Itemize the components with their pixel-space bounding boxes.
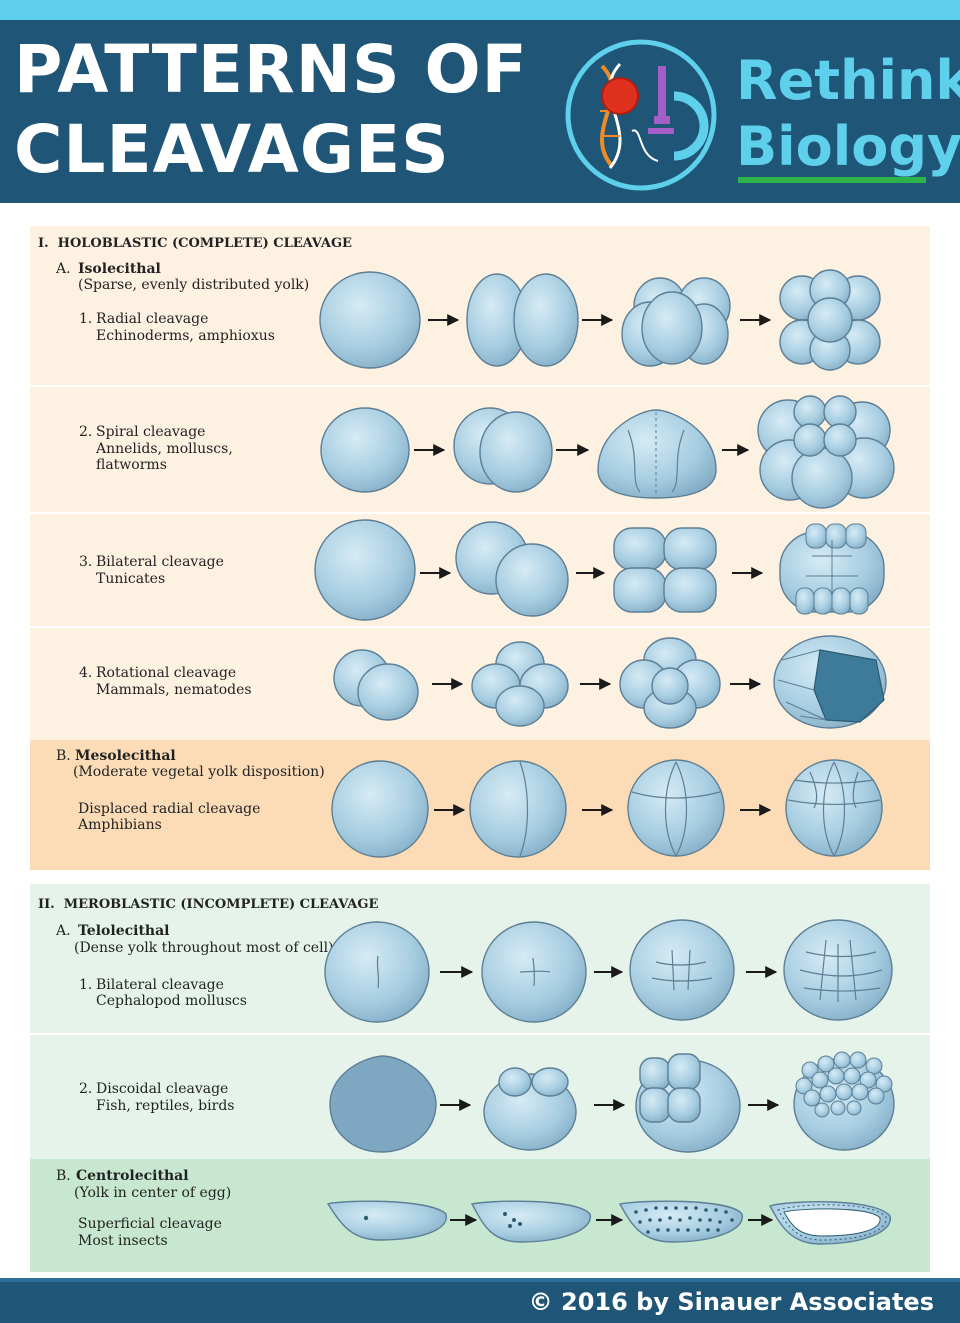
rotational-cleavage-illustration (333, 635, 887, 729)
brand-line-1: Rethink (736, 49, 960, 112)
rotational-name: Rotational cleavage (96, 665, 237, 681)
isolecithal-name: Isolecithal (78, 261, 161, 277)
centrolecithal-name: Centrolecithal (76, 1168, 189, 1184)
row-divider (30, 1033, 930, 1035)
bilateral-organisms: Tunicates (96, 571, 166, 587)
centrolecithal-organisms: Most insects (78, 1233, 168, 1249)
superficial-cleavage-illustration (326, 1200, 891, 1245)
page-title: PATTERNS OF CLEAVAGES (14, 30, 528, 190)
telolecithal-name: Telolecithal (78, 923, 170, 939)
row-divider (30, 626, 930, 628)
discoidal-cleavage-illustration (329, 1051, 895, 1153)
centrolecithal-desc: (Yolk in center of egg) (74, 1185, 232, 1201)
mero-bilateral-name: Bilateral cleavage (96, 977, 224, 993)
isolecithal-label: A. (56, 261, 71, 277)
discoidal-name: Discoidal cleavage (96, 1081, 229, 1097)
bilateral-name: Bilateral cleavage (96, 554, 224, 570)
mesolecithal-pattern: Displaced radial cleavage (78, 801, 261, 817)
mero-bilateral-organisms: Cephalopod molluscs (96, 993, 247, 1009)
radial-number: 1. (79, 311, 93, 327)
spiral-cleavage-illustration (320, 395, 895, 509)
telolecithal-label: A. (56, 923, 71, 939)
row-divider (30, 512, 930, 514)
centrolecithal-label: B. (56, 1168, 71, 1184)
bilateral-number: 3. (79, 554, 93, 570)
top-accent-strip (0, 0, 960, 20)
spiral-name: Spiral cleavage (96, 424, 206, 440)
rotational-organisms: Mammals, nematodes (96, 682, 252, 698)
nuclei-dots (634, 1206, 734, 1234)
mesolecithal-desc: (Moderate vegetal yolk disposition) (73, 764, 325, 780)
title-line-2: CLEAVAGES (14, 111, 450, 188)
radial-cleavage-illustration (319, 269, 881, 371)
copyright-text: © 2016 by Sinauer Associates (528, 1288, 934, 1316)
meroblastic-heading: II. MEROBLASTIC (INCOMPLETE) CLEAVAGE (38, 897, 379, 912)
telolecithal-panel (30, 884, 930, 1159)
discoidal-number: 2. (79, 1081, 93, 1097)
telolecithal-bilateral-illustration (324, 919, 893, 1023)
header-banner (0, 20, 960, 203)
mesolecithal-cleavage-illustration (331, 759, 883, 858)
row-divider (30, 385, 930, 387)
title-line-1: PATTERNS OF (14, 31, 528, 108)
spiral-organisms-1: Annelids, molluscs, (96, 441, 233, 457)
bilateral-cleavage-illustration (314, 519, 885, 621)
spiral-number: 2. (79, 424, 93, 440)
spiral-organisms-2: flatworms (96, 457, 167, 473)
brand-line-2: Biology (736, 115, 960, 178)
footer-accent (0, 1278, 960, 1282)
radial-name: Radial cleavage (96, 311, 209, 327)
brand-name: Rethink Biology (736, 48, 960, 180)
radial-organisms: Echinoderms, amphioxus (96, 328, 275, 344)
mesolecithal-label: B. (56, 748, 71, 764)
footer-bar (0, 1282, 960, 1323)
centrolecithal-pattern: Superficial cleavage (78, 1216, 222, 1232)
isolecithal-desc: (Sparse, evenly distributed yolk) (78, 277, 310, 293)
brand-underline (738, 177, 926, 183)
mesolecithal-name: Mesolecithal (75, 748, 176, 764)
holoblastic-heading: I. HOLOBLASTIC (COMPLETE) CLEAVAGE (38, 236, 352, 251)
rotational-number: 4. (79, 665, 93, 681)
discoidal-organisms: Fish, reptiles, birds (96, 1098, 235, 1114)
mesolecithal-organisms: Amphibians (78, 817, 162, 833)
rethink-biology-logo-icon (565, 39, 717, 191)
mero-bilateral-number: 1. (79, 977, 93, 993)
telolecithal-desc: (Dense yolk throughout most of cell) (74, 940, 334, 956)
